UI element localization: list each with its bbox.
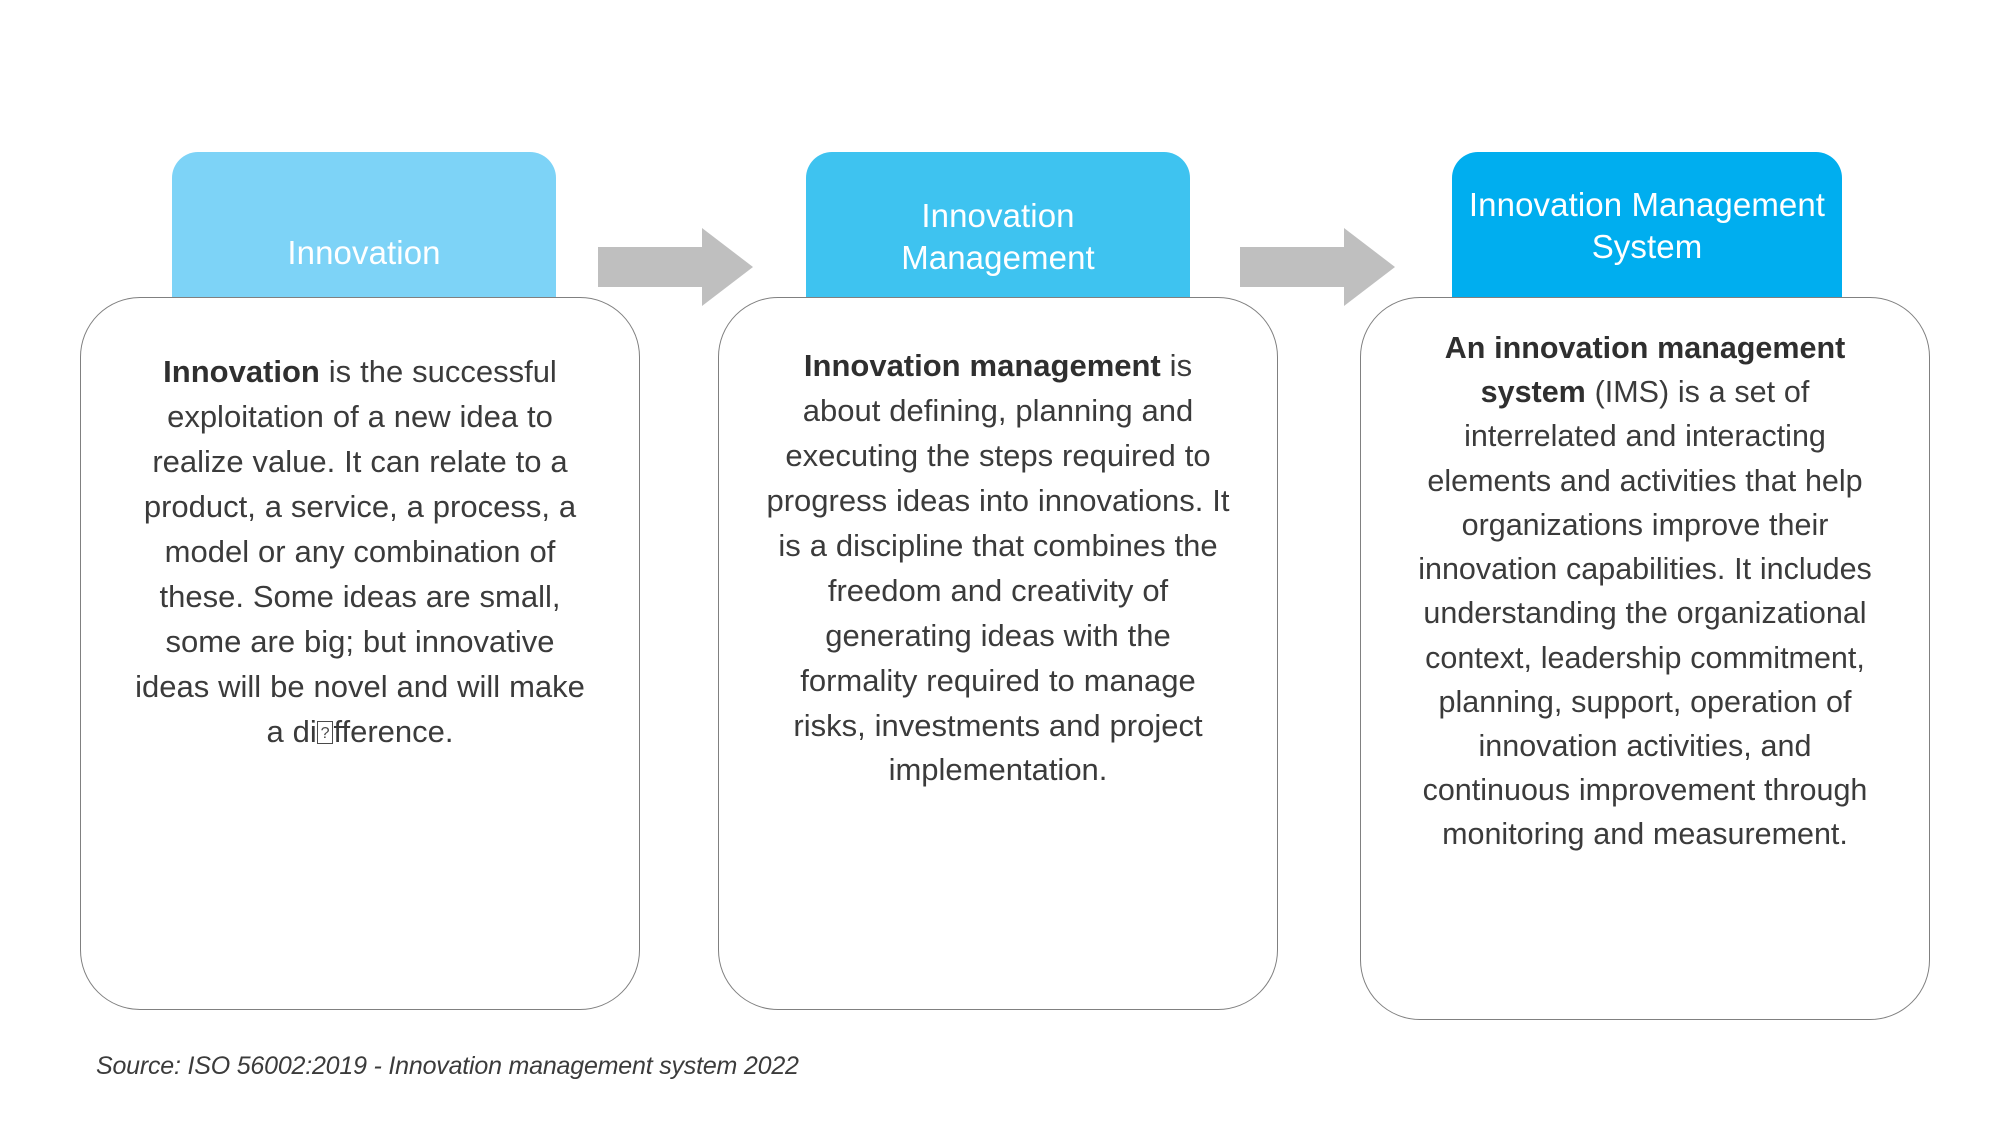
stage-body-rest-a: is about defining, planning and executin… [766,348,1230,788]
stage-card-innovation-management-system: An innovation management system (IMS) is… [1360,297,1930,1020]
stage-header-innovation-management-system: Innovation Management System [1452,152,1842,307]
stage-column-innovation: Innovation Innovation is the successful … [80,0,640,1125]
stage-body-text: Innovation is the successful exploitatio… [127,350,593,754]
stage-body-text: An innovation management system (IMS) is… [1405,326,1885,857]
connector-arrow-1 [598,228,753,306]
stage-body-lead-bold: An innovation management system [1444,331,1846,410]
stage-header-label: Innovation Management [901,196,1095,276]
right-arrow-icon [1240,228,1395,306]
stage-header-innovation: Innovation [172,152,556,307]
stage-card-innovation-management: Innovation management is about defining,… [718,297,1278,1010]
stage-column-innovation-management: Innovation Management Innovation managem… [718,0,1278,1125]
stage-body-lead-bold: Innovation management [803,348,1161,383]
stage-column-innovation-management-system: Innovation Management System An innovati… [1360,0,1930,1125]
stage-body-rest-a: is the successful exploitation of a new … [135,354,585,749]
stage-card-innovation: Innovation is the successful exploitatio… [80,297,640,1010]
stage-body-text: Innovation management is about defining,… [763,344,1233,793]
source-caption: Source: ISO 56002:2019 - Innovation mana… [96,1052,799,1080]
connector-arrow-2 [1240,228,1395,306]
stage-body-rest-b: fference. [333,713,454,749]
stage-body-lead-bold: Innovation [163,354,320,389]
stage-header-label: Innovation [287,233,441,271]
stage-body-rest-a: (IMS) is a set of interrelated and inter… [1418,375,1872,852]
right-arrow-icon [598,228,753,306]
stage-header-innovation-management: Innovation Management [806,152,1190,307]
missing-glyph-box-icon [317,721,334,744]
stage-header-label: Innovation Management System [1468,185,1826,265]
